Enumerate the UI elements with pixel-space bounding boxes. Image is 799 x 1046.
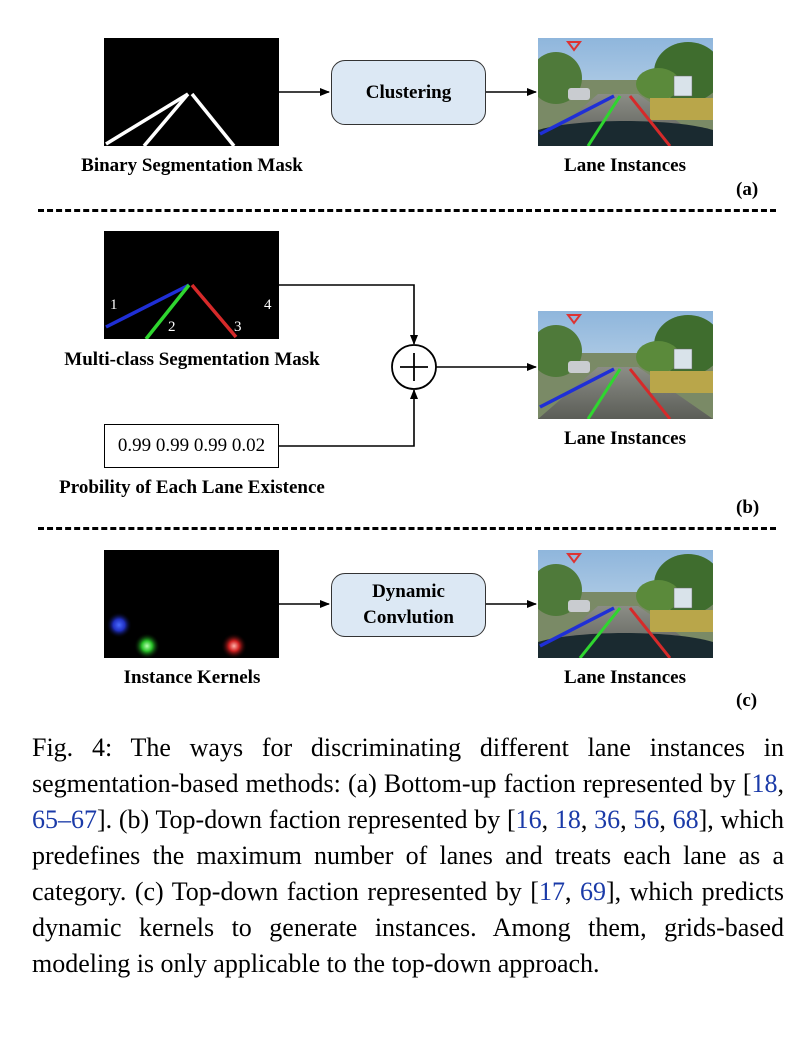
separator-2 [38,527,776,530]
panel-tag-b: (b) [736,497,760,518]
lane-instances-label-b: Lane Instances [564,428,686,449]
multiclass-mask-image: 1 2 3 4 [104,231,279,339]
dynamic-convolution-box: Dynamic Convlution [331,573,486,637]
ref-link[interactable]: 65–67 [32,805,97,834]
kernel-green [134,633,160,658]
caption-suffix: ], which predicts dynamic kernels to gen… [32,877,784,978]
kernel-blue [106,612,132,638]
multiclass-mask-label: Multi-class Segmentation Mask [64,349,320,370]
figure-caption: Fig. 4: The ways for discriminating diff… [32,733,785,978]
arrow-prob-to-sum [279,389,418,447]
panel-tag-c: (c) [736,690,758,711]
lane-number-3: 3 [234,319,242,335]
ref-link[interactable]: 56 [633,805,660,834]
clustering-label: Clustering [365,81,452,103]
lane-number-4: 4 [264,297,272,313]
ref-link[interactable]: 16 [515,805,542,834]
dynamic-convolution-label-line1: Dynamic [372,581,445,602]
separator-1 [38,209,776,212]
binary-mask-label: Binary Segmentation Mask [81,155,303,176]
instance-kernels-image [104,550,279,658]
lane-instances-label-a: Lane Instances [564,155,686,176]
ref-link[interactable]: 36 [594,805,621,834]
caption-mid2: ], which predefines the maximum number o… [32,805,785,906]
ref-link[interactable]: 18 [751,769,778,798]
arrows-a [279,88,537,96]
plus-operator-icon [391,344,437,390]
panel-tag-a: (a) [736,179,759,200]
probability-box: 0.99 0.99 0.99 0.02 [104,424,279,468]
ref-link[interactable]: 69 [579,877,606,906]
clustering-box: Clustering [331,60,486,125]
road-scene-image-a [538,38,713,146]
probability-values: 0.99 0.99 0.99 0.02 [117,435,266,456]
ref-link[interactable]: 17 [538,877,565,906]
lane-instances-label-c: Lane Instances [564,667,686,688]
kernel-red [221,633,247,658]
road-scene-image-b [538,311,713,419]
lane-number-2: 2 [168,319,176,335]
ref-link[interactable]: 68 [672,805,699,834]
arrows-c [279,600,537,608]
probability-label: Probility of Each Lane Existence [59,477,325,498]
road-scene-image-c [538,550,713,658]
binary-mask-image [104,38,279,146]
ref-link[interactable]: 18 [554,805,581,834]
caption-prefix: Fig. 4: The ways for discriminating diff… [32,733,784,798]
dynamic-convolution-label-line2: Convlution [363,607,454,628]
caption-mid1: ]. (b) Top-down faction represented by [ [97,805,516,834]
instance-kernels-label: Instance Kernels [123,667,261,688]
arrow-mask-to-sum [279,284,418,345]
lane-number-1: 1 [110,297,118,313]
arrows-b [279,284,537,447]
